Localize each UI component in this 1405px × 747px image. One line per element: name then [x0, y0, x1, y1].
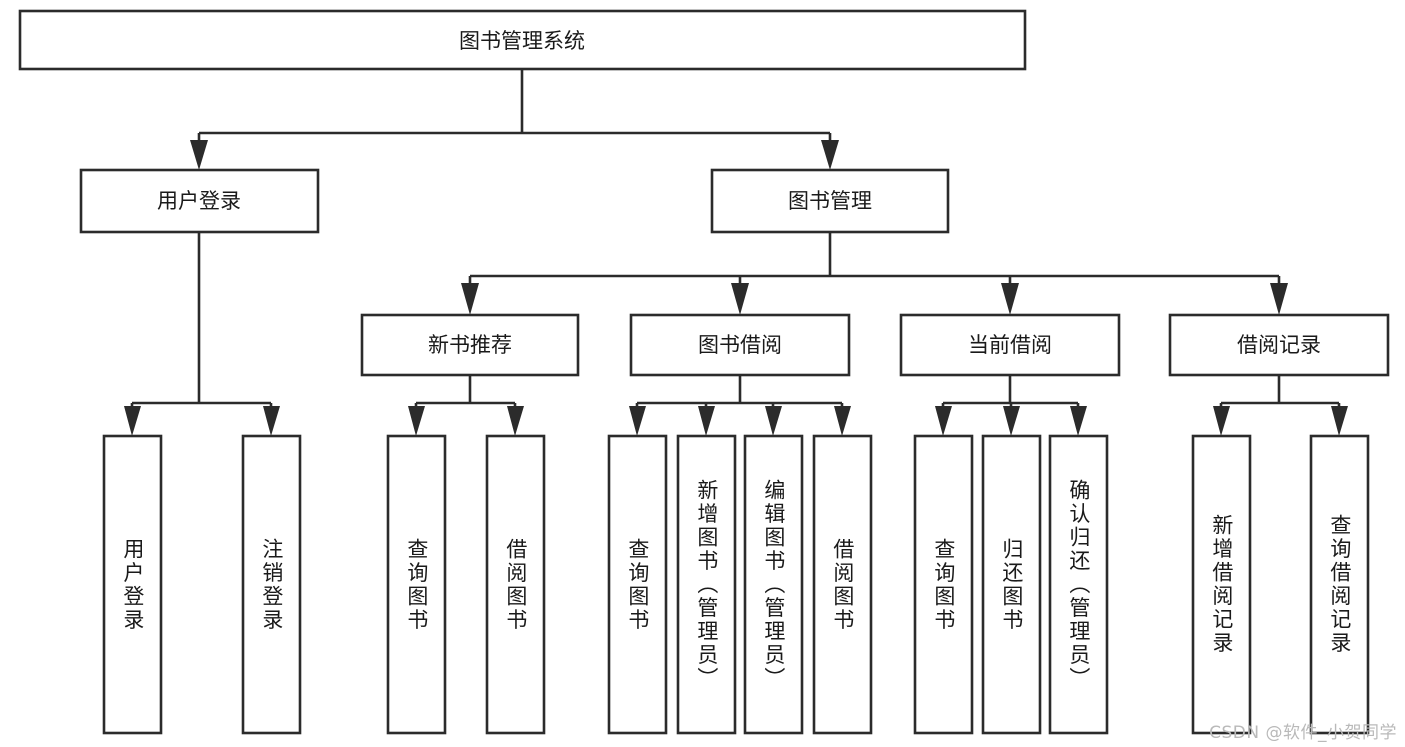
leaf-box-query-record[interactable] [1309, 434, 1370, 735]
leaf-box-return-book[interactable] [981, 434, 1042, 735]
node-user-login-box[interactable] [79, 168, 320, 234]
arrow-head-leaf-query-book-3 [935, 406, 952, 436]
node-borrow-record-box[interactable] [1168, 313, 1390, 377]
arrow-head-userlogin [190, 140, 208, 170]
arrow-head-newbookrec [461, 283, 479, 315]
node-book-borrow-box[interactable] [629, 313, 851, 377]
connector-group-borrowrecord [1213, 375, 1348, 436]
arrow-head-leaf-logout [263, 406, 280, 436]
arrow-head-bookmanage [821, 140, 839, 170]
leaf-box-query-book-3[interactable] [913, 434, 974, 735]
node-book-borrow-label: 图书借阅 [698, 333, 782, 357]
node-root-label: 图书管理系统 [459, 29, 585, 53]
arrow-head-leaf-borrow-book-1 [507, 406, 524, 436]
arrow-head-leaf-confirm-return [1070, 406, 1087, 436]
node-new-book-rec-label: 新书推荐 [428, 333, 512, 357]
node-borrow-record-label: 借阅记录 [1237, 333, 1321, 357]
connector-group-bookborrow [629, 375, 851, 436]
connector-group-userlogin [124, 232, 280, 436]
arrow-head-leaf-edit-book [765, 406, 782, 436]
arrow-head-borrowrecord [1270, 283, 1288, 315]
node-root-box[interactable] [18, 9, 1027, 71]
leaf-box-logout[interactable] [241, 434, 302, 735]
node-current-borrow-label: 当前借阅 [968, 333, 1052, 357]
arrow-head-leaf-add-book [698, 406, 715, 436]
leaf-box-confirm-return[interactable] [1048, 434, 1109, 735]
leaf-box-query-book-2[interactable] [607, 434, 668, 735]
leaf-box-query-book-1[interactable] [386, 434, 447, 735]
connector-group-bookmanage [461, 232, 1288, 315]
node-book-manage-label: 图书管理 [788, 189, 872, 213]
connector-group-currentborrow [935, 375, 1087, 436]
arrow-head-leaf-query-book-2 [629, 406, 646, 436]
connector-group-newbookrec [408, 375, 524, 436]
leaf-box-add-book[interactable] [676, 434, 737, 735]
node-current-borrow-box[interactable] [899, 313, 1121, 377]
connector-group-root [190, 69, 839, 170]
node-user-login-label: 用户登录 [157, 189, 241, 213]
arrow-head-leaf-user-login [124, 406, 141, 436]
arrow-head-leaf-query-book-1 [408, 406, 425, 436]
arrow-head-currentborrow [1001, 283, 1019, 315]
leaf-box-borrow-book-1[interactable] [485, 434, 546, 735]
node-new-book-rec-box[interactable] [360, 313, 580, 377]
arrow-head-bookborrow [731, 283, 749, 315]
arrow-head-leaf-return-book [1003, 406, 1020, 436]
leaf-box-borrow-book-2[interactable] [812, 434, 873, 735]
leaf-box-user-login[interactable] [102, 434, 163, 735]
watermark-text: CSDN @软件_小贺同学 [1209, 723, 1397, 743]
leaf-box-add-record[interactable] [1191, 434, 1252, 735]
arrow-head-leaf-add-record [1213, 406, 1230, 436]
arrow-head-leaf-query-record [1331, 406, 1348, 436]
arrow-head-leaf-borrow-book-2 [834, 406, 851, 436]
leaf-box-edit-book[interactable] [743, 434, 804, 735]
node-book-manage-box[interactable] [710, 168, 950, 234]
